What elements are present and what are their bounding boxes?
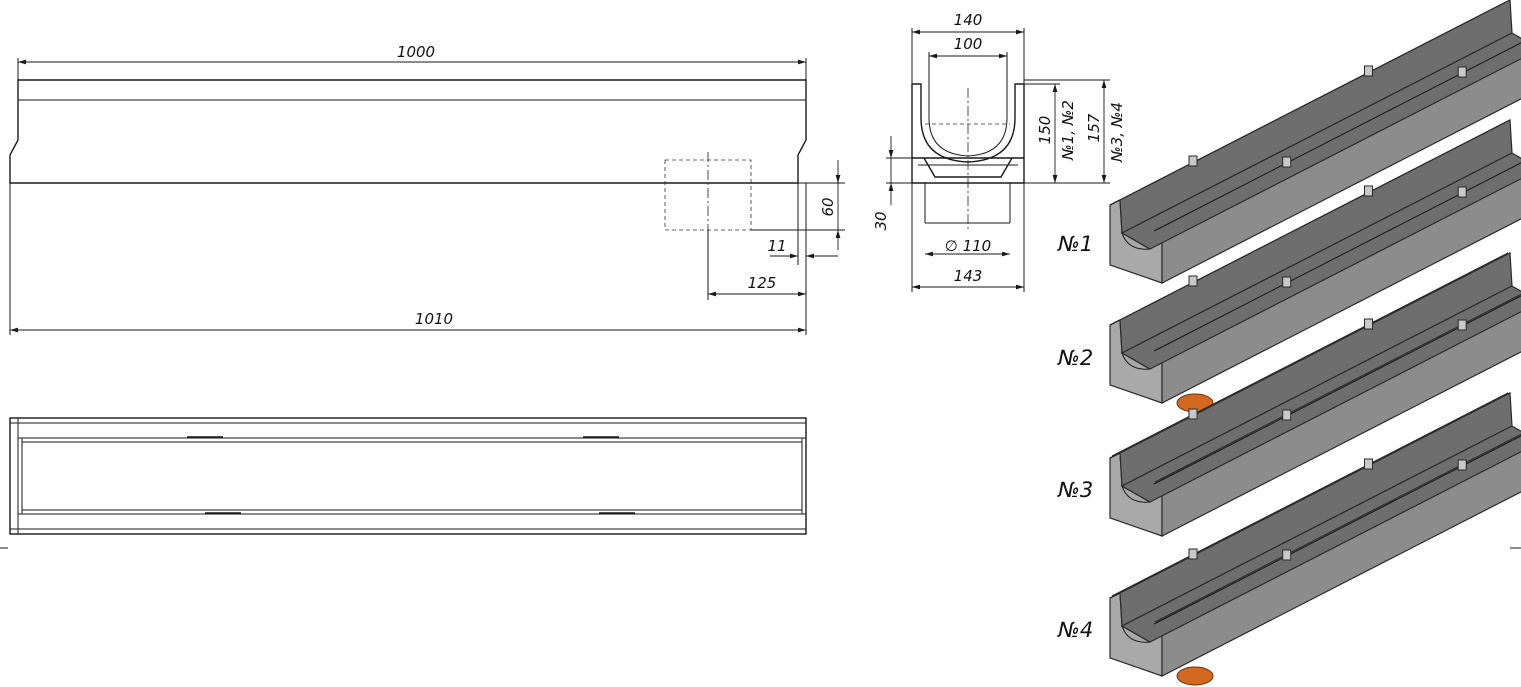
- channel-right-rim-4: [1153, 435, 1521, 625]
- dim-total-length: 1010: [415, 310, 453, 328]
- top-view-outline: [9, 417, 807, 535]
- fastener-clip-1-1: [1188, 155, 1198, 167]
- channel-trough-1: [1120, 32, 1521, 250]
- dim-lip: 11: [767, 237, 786, 255]
- fastener-clip-1-3: [1282, 156, 1292, 168]
- cross-section: 140 100 ∅ 110 143 30 150 №1, №2 157 №3, …: [872, 11, 1126, 292]
- channel-curve-3: [1121, 485, 1151, 503]
- channel-curve-2: [1121, 352, 1151, 370]
- dim-height-a-variants: №1, №2: [1059, 100, 1077, 161]
- channel-right-rim-2: [1153, 162, 1521, 352]
- fastener-clip-4-2: [1364, 458, 1373, 470]
- fastener-clip-4-4: [1457, 459, 1467, 471]
- fastener-clip-2-3: [1282, 276, 1292, 288]
- fastener-clip-2-4: [1457, 186, 1467, 198]
- side-view-body: [9, 79, 807, 184]
- isometric-views: [1109, 0, 1521, 686]
- fastener-clip-2-2: [1364, 185, 1373, 197]
- dim-outlet-height: 60: [819, 197, 837, 216]
- dim-bottom-width: 143: [954, 267, 983, 285]
- channel-curve-4: [1121, 625, 1151, 643]
- fastener-clip-3-3: [1282, 409, 1292, 421]
- dim-inner-width: 100: [954, 35, 983, 53]
- dim-height-b: 157: [1085, 113, 1103, 142]
- channel-right-rim-3: [1153, 295, 1521, 485]
- variant-label-2: №2: [1057, 346, 1093, 370]
- channel-curve-1: [1121, 232, 1151, 250]
- dim-base-height: 30: [872, 211, 890, 230]
- fastener-clip-1-2: [1364, 65, 1373, 77]
- dim-outlet-diameter: ∅ 110: [945, 237, 991, 255]
- dim-height-b-variants: №3, №4: [1108, 102, 1126, 163]
- dim-outer-top-width: 140: [954, 11, 983, 29]
- steel-rim-right-3: [1154, 293, 1521, 483]
- side-view: 1000 1010 125 11 60: [9, 43, 845, 335]
- channel-right-rim-1: [1153, 42, 1521, 232]
- outlet-pipe-4: [1176, 666, 1214, 686]
- top-view: [0, 417, 1521, 549]
- dim-height-a: 150: [1036, 116, 1054, 145]
- fastener-clip-4-3: [1282, 549, 1292, 561]
- variant-label-4: №4: [1057, 618, 1093, 642]
- fastener-clip-3-1: [1188, 408, 1198, 420]
- dim-top-length: 1000: [397, 43, 435, 61]
- channel-trough-2: [1120, 152, 1521, 370]
- fastener-clip-4-1: [1188, 548, 1198, 560]
- variant-label-3: №3: [1057, 478, 1093, 502]
- fastener-clip-3-2: [1364, 318, 1373, 330]
- variant-label-1: №1: [1057, 232, 1093, 256]
- dim-outlet-offset: 125: [748, 274, 777, 292]
- fastener-clip-2-1: [1188, 275, 1198, 287]
- fastener-clip-1-4: [1457, 66, 1467, 78]
- fastener-clip-3-4: [1457, 319, 1467, 331]
- steel-rim-right-4: [1154, 433, 1521, 623]
